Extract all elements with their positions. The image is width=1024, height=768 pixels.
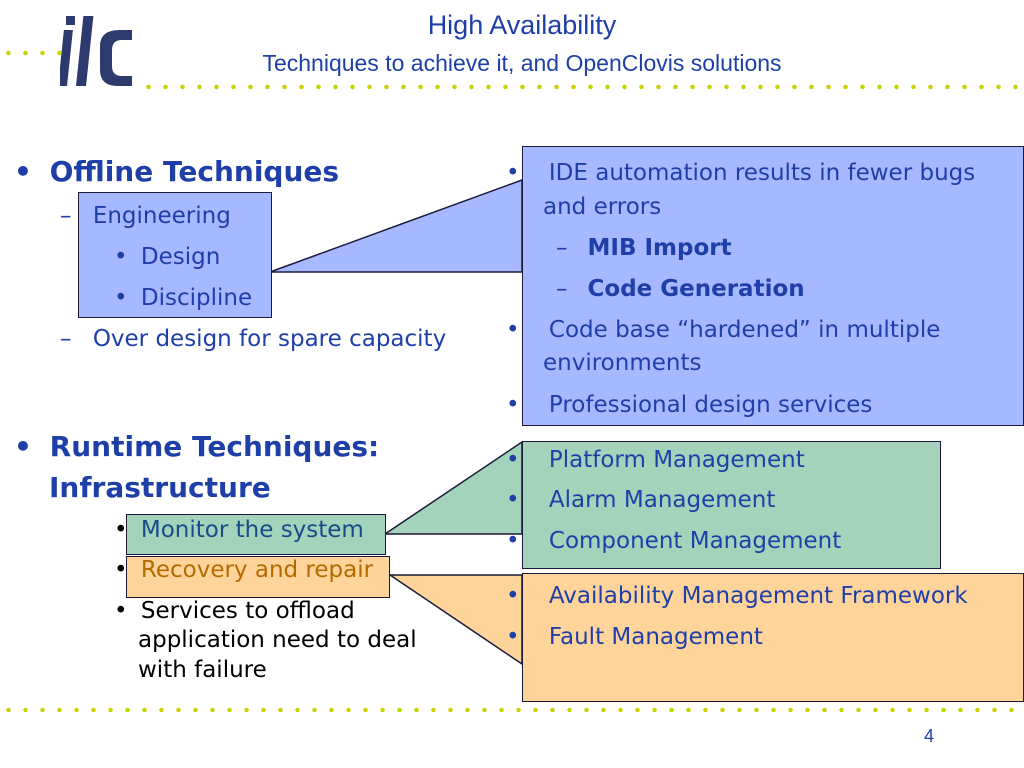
offline-heading-item: • Offline Techniques [14, 153, 339, 191]
over-design-item: – Over design for spare capacity [60, 325, 446, 353]
bullet: • [114, 285, 128, 311]
design-item: • Design [114, 243, 220, 271]
recovery-item: • Recovery and repair [114, 556, 373, 584]
dash: – [60, 326, 72, 352]
blue-connector [269, 178, 523, 273]
green-connector [382, 440, 523, 535]
amf-item: • Availability Management Framework [506, 580, 968, 612]
alarm-item: • Alarm Management [506, 484, 775, 516]
bullet: • [506, 160, 520, 186]
design-label: Design [140, 244, 221, 270]
monitor-label: Monitor the system [140, 517, 364, 543]
component-item: • Component Management [506, 525, 841, 557]
ide-item: • IDE automation results in fewer bugs [506, 157, 975, 189]
slide-subtitle: Techniques to achieve it, and OpenClovis… [262, 50, 782, 76]
codegen-label: Code Generation [587, 276, 805, 302]
discipline-item: • Discipline [114, 284, 252, 312]
runtime-heading-item: • Runtime Techniques: [14, 428, 379, 466]
offline-heading: Offline Techniques [49, 155, 340, 188]
runtime-heading-line2: Infrastructure [49, 471, 271, 504]
bullet: • [114, 557, 128, 583]
green-solution-box [522, 441, 941, 569]
platform-label: Platform Management [548, 447, 805, 473]
bullet: • [506, 528, 520, 554]
hardened-line2: environments [543, 350, 702, 376]
logo [58, 10, 140, 90]
bullet: • [14, 155, 32, 188]
engineering-highlight-box [78, 192, 272, 318]
fault-item: • Fault Management [506, 621, 763, 653]
bullet: • [114, 598, 128, 624]
blue-solution-box [522, 146, 1024, 426]
professional-item: • Professional design services [506, 389, 872, 421]
services-item: • Services to offload [114, 596, 355, 626]
bullet: • [14, 430, 32, 463]
engineering-item: – Engineering [60, 202, 231, 230]
ilc-logo-icon [58, 16, 132, 86]
ide-line2: and errors [543, 194, 662, 220]
bottom-dot-line [0, 707, 1020, 713]
bullet: • [506, 487, 520, 513]
fault-label: Fault Management [548, 624, 763, 650]
services-line2: application need to deal [138, 627, 417, 653]
services-line1: Services to offload [140, 598, 355, 624]
bullet: • [506, 447, 520, 473]
engineering-label: Engineering [92, 203, 231, 229]
hardened-item: • Code base “hardened” in multiple [506, 314, 940, 346]
dash: – [60, 203, 72, 229]
mib-item: – MIB Import [556, 232, 732, 264]
dash: – [556, 276, 568, 302]
recovery-label: Recovery and repair [140, 557, 374, 583]
bullet: • [506, 583, 520, 609]
bullet: • [506, 317, 520, 343]
top-dot-line [140, 84, 1020, 90]
platform-item: • Platform Management [506, 444, 805, 476]
mib-label: MIB Import [587, 235, 732, 261]
discipline-label: Discipline [140, 285, 253, 311]
bullet: • [506, 624, 520, 650]
top-dot-line-left [0, 50, 70, 56]
services-line3: with failure [138, 657, 267, 683]
ide-line1: IDE automation results in fewer bugs [548, 160, 976, 186]
hardened-line1: Code base “hardened” in multiple [548, 317, 941, 343]
runtime-heading-line1: Runtime Techniques: [49, 430, 380, 463]
alarm-label: Alarm Management [548, 487, 776, 513]
page-number: 4 [924, 726, 935, 746]
bullet: • [114, 517, 128, 543]
professional-label: Professional design services [548, 392, 873, 418]
over-design-label: Over design for spare capacity [92, 326, 447, 352]
amf-label: Availability Management Framework [548, 583, 968, 609]
component-label: Component Management [548, 528, 842, 554]
recovery-highlight-box [126, 556, 390, 598]
monitor-highlight-box [126, 514, 386, 555]
bullet: • [114, 244, 128, 270]
monitor-item: • Monitor the system [114, 516, 364, 544]
orange-solution-box [522, 573, 1024, 702]
bullet: • [506, 392, 520, 418]
codegen-item: – Code Generation [556, 273, 805, 305]
slide-title: High Availability [427, 10, 617, 40]
dash: – [556, 235, 568, 261]
logo-text: ilc [0, 0, 1, 1]
